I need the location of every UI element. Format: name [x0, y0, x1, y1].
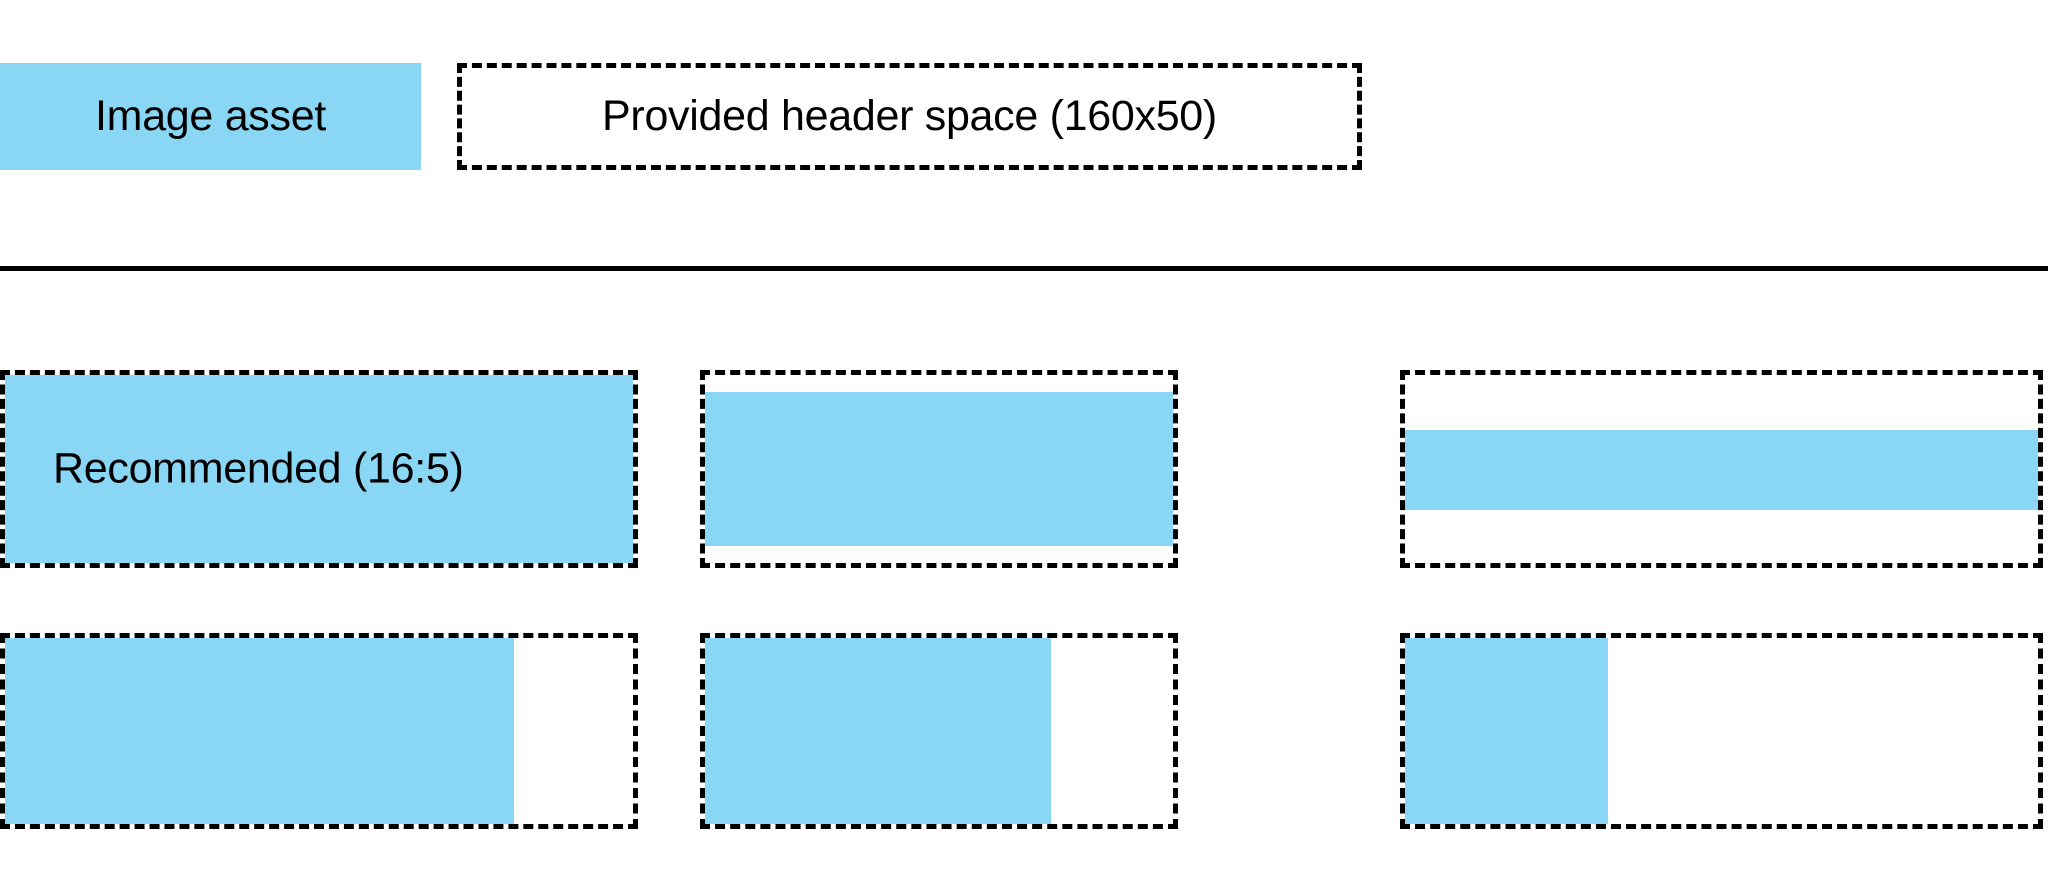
slot-row1-col3 — [1400, 370, 2043, 568]
slot-row2-col3 — [1400, 633, 2043, 829]
slot-row1-col2-fill — [705, 391, 1173, 547]
provided-header-space-label: Provided header space (160x50) — [602, 92, 1217, 140]
image-asset-swatch-label: Image asset — [95, 92, 326, 140]
slot-row2-col2 — [700, 633, 1178, 829]
slot-row1-col3-fill — [1405, 429, 2038, 511]
slot-row1-col2 — [700, 370, 1178, 568]
slot-row2-col3-fill — [1405, 638, 1608, 824]
recommended-ratio-label: Recommended (16:5) — [53, 444, 464, 493]
slot-row2-col1-fill — [5, 638, 514, 824]
slot-row2-col1 — [0, 633, 638, 829]
slot-row2-col2-fill — [705, 638, 1052, 824]
slot-row1-col1: Recommended (16:5) — [0, 370, 638, 568]
slot-row1-col1-fill — [5, 375, 633, 563]
provided-header-space-box: Provided header space (160x50) — [457, 63, 1362, 170]
section-divider — [0, 266, 2048, 271]
header-legend-row: Image asset Provided header space (160x5… — [0, 63, 2048, 170]
image-asset-swatch: Image asset — [0, 63, 421, 170]
